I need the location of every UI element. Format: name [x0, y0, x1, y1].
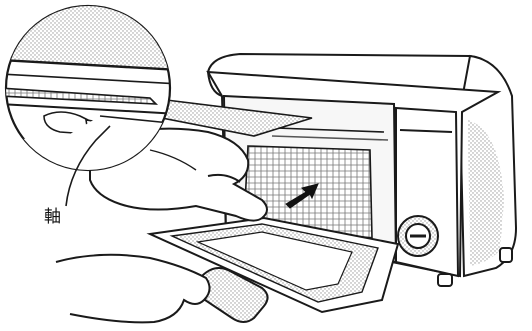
left-hand	[56, 255, 210, 323]
oven-dial-icon	[398, 216, 438, 256]
axis-callout-label: 軸	[44, 202, 61, 227]
